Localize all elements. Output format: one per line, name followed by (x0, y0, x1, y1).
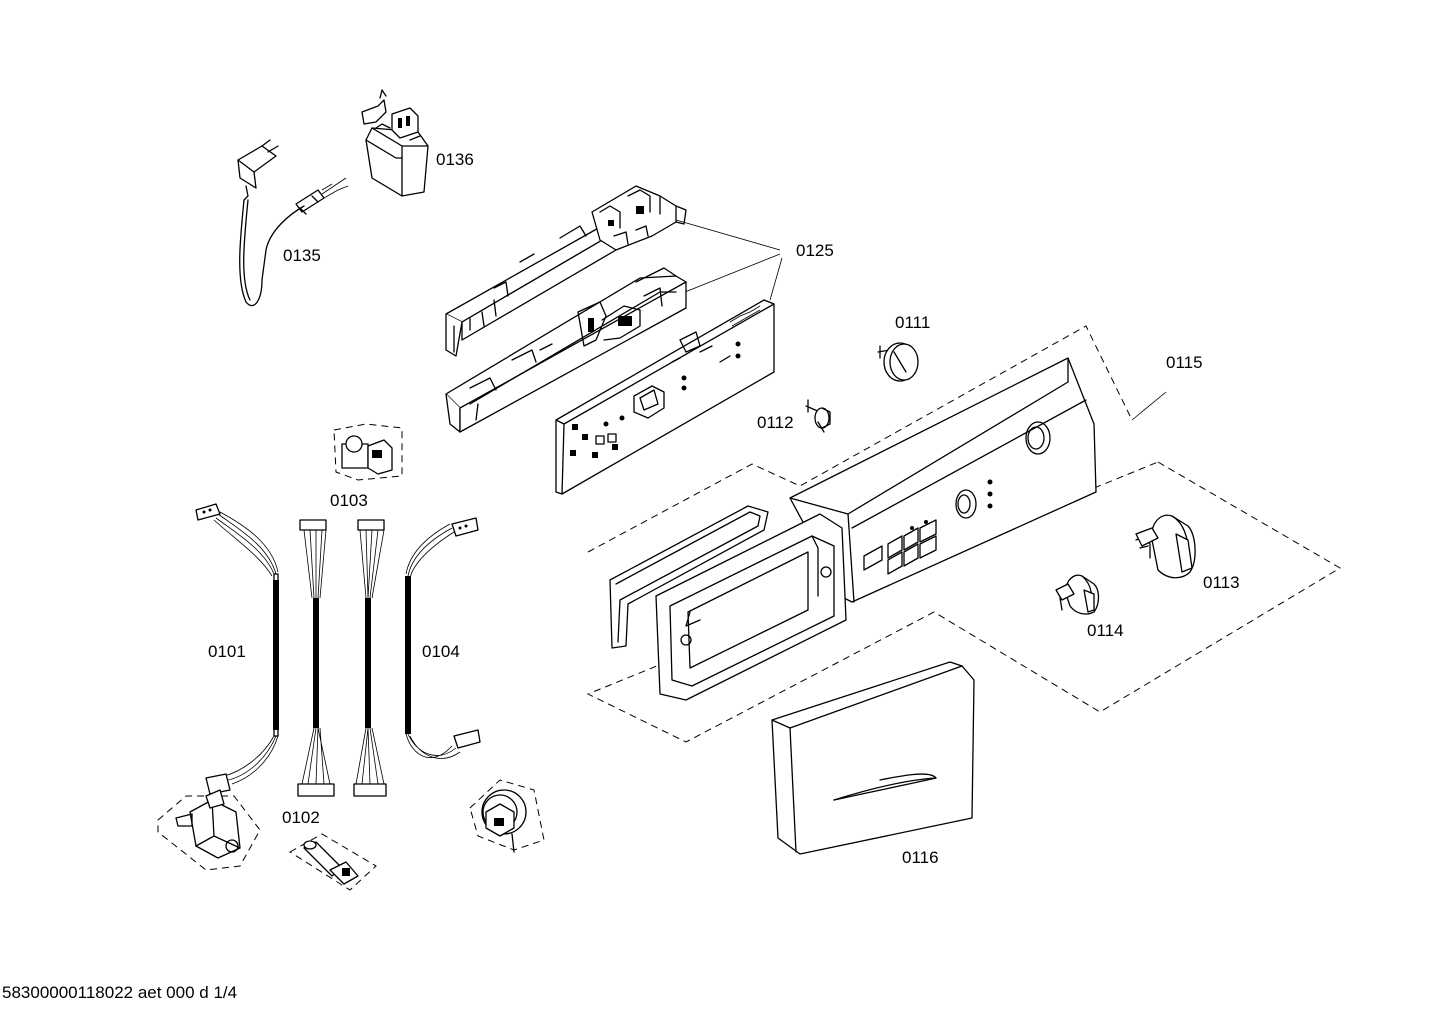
knob-shaft-part (877, 342, 919, 382)
wiring-harness-0104 (405, 517, 481, 759)
document-code: 58300000118022 aet 000 d 1/4 (2, 983, 237, 1002)
power-cord-part (237, 139, 349, 307)
module-leader-lines (675, 219, 783, 301)
label-0136: 0136 (436, 150, 474, 169)
detergent-drawer-frame (609, 505, 847, 701)
label-0101: 0101 (208, 642, 246, 661)
drawer-front-part (771, 661, 975, 855)
label-0103: 0103 (330, 491, 368, 510)
label-0111: 0111 (895, 313, 930, 332)
control-module-top-rail (445, 185, 687, 357)
label-0113: 0113 (1203, 573, 1240, 592)
label-0125: 0125 (796, 241, 834, 260)
program-knob-part (1135, 514, 1196, 579)
label-0135: 0135 (283, 246, 321, 265)
pressure-switch-part (469, 779, 545, 853)
wiring-harness-0101 (195, 503, 279, 795)
selector-knob-part (1055, 574, 1100, 615)
control-module-middle-frame (445, 267, 687, 433)
fascia-panel-part (789, 357, 1097, 603)
label-0102: 0102 (282, 808, 320, 827)
sensor-part (289, 833, 377, 891)
wiring-harness-0102 (297, 519, 387, 797)
label-0104: 0104 (422, 642, 460, 661)
label-0115: 0115 (1166, 353, 1203, 372)
label-0112: 0112 (757, 413, 794, 432)
spindle-part (805, 399, 831, 433)
control-module-pcb (555, 299, 775, 495)
valve-part (157, 789, 261, 871)
suppressor-box-part (361, 89, 429, 197)
lock-sensor-part (333, 423, 403, 481)
fascia-assembly-outline (586, 325, 1341, 743)
label-0114: 0114 (1087, 621, 1124, 640)
label-0116: 0116 (902, 848, 939, 867)
